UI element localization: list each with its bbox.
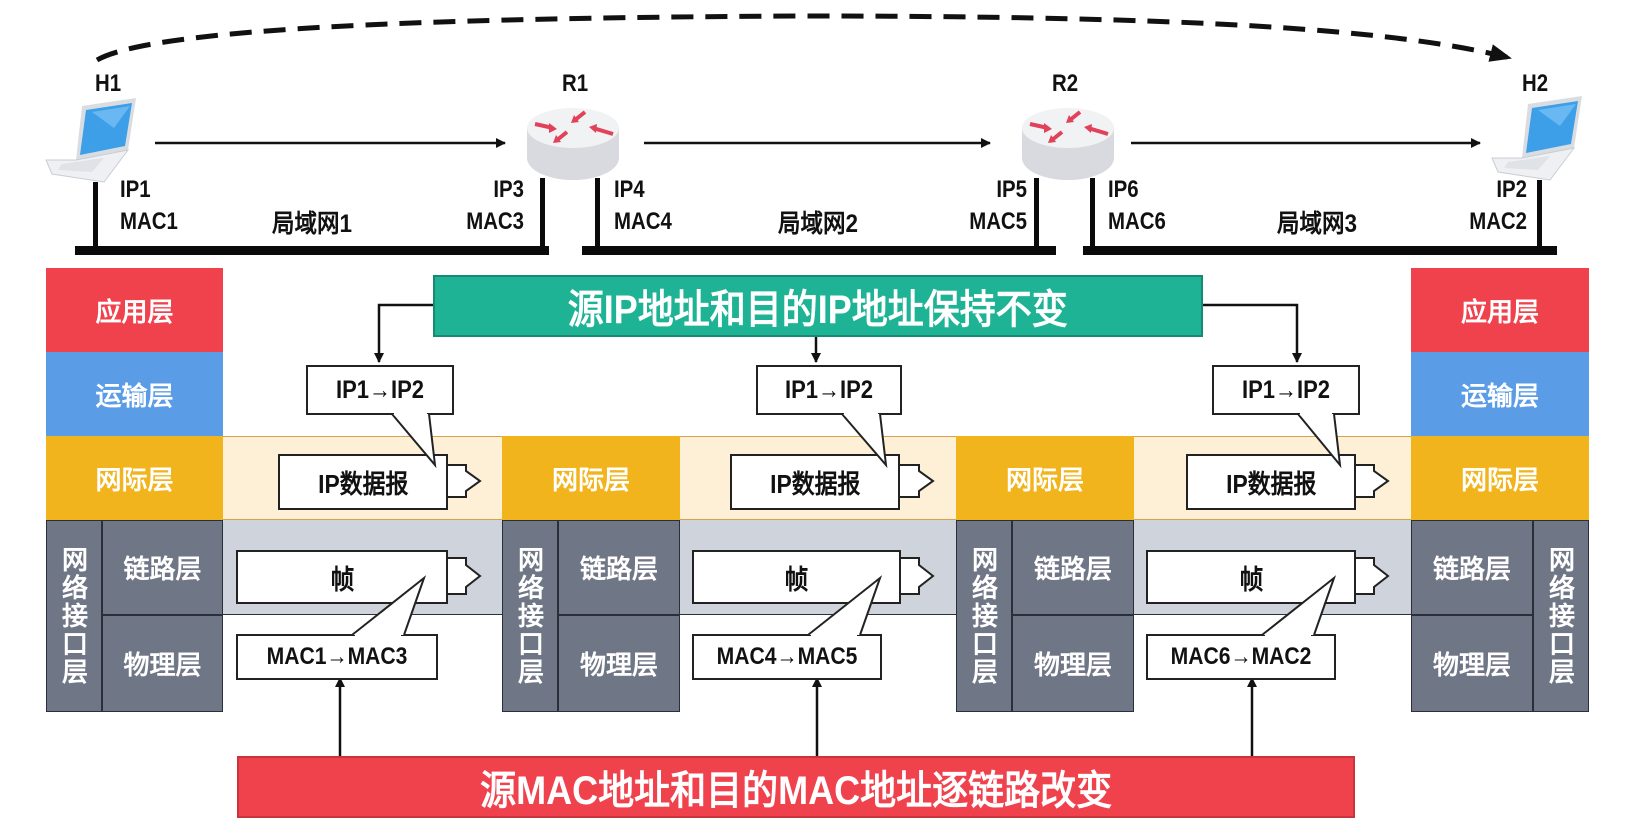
r1-link-layer: 链路层 (558, 520, 680, 615)
r2-net-interface-layer: 网络接口层 (956, 520, 1012, 712)
r2-right-mac: MAC6 (1108, 208, 1166, 235)
lan3-label: 局域网3 (1276, 210, 1358, 238)
r2-left-mac: MAC5 (969, 208, 1027, 235)
segment-1-ip-datagram: IP数据报 (278, 454, 448, 510)
h2-app-layer: 应用层 (1411, 268, 1589, 352)
h1-physical-layer: 物理层 (102, 615, 223, 712)
segment-3-mac-pair: MAC6→MAC2 (1146, 634, 1336, 680)
h2-mac: MAC2 (1469, 208, 1527, 235)
r2-link-layer: 链路层 (1012, 520, 1134, 615)
segment-2-frame: 帧 (692, 550, 901, 604)
ip-unchanged-banner: 源IP地址和目的IP地址保持不变 (433, 275, 1203, 337)
r1-label: R1 (562, 70, 589, 97)
segment-2-ip-datagram: IP数据报 (730, 454, 900, 510)
r2-left-ip: IP5 (996, 176, 1027, 203)
lan1-bus (75, 246, 549, 255)
r2-physical-layer: 物理层 (1012, 615, 1134, 712)
h2-network-layer: 网际层 (1411, 436, 1589, 520)
r1-left-mac: MAC3 (466, 208, 524, 235)
ip-banner-arrow-3 (1202, 303, 1302, 363)
r1-right-mac: MAC4 (614, 208, 672, 235)
lan2-label: 局域网2 (777, 210, 859, 238)
r1-physical-layer: 物理层 (558, 615, 680, 712)
laptop-icon[interactable] (44, 98, 144, 184)
h1-interface: IP1 MAC1 (120, 174, 178, 238)
h2-ip: IP2 (1496, 176, 1527, 203)
h1-ip: IP1 (120, 176, 151, 203)
router-icon[interactable] (1018, 104, 1118, 186)
lan3-bus (1083, 246, 1557, 255)
end-to-end-dashed-arrow (95, 13, 1512, 63)
h1-app-layer: 应用层 (46, 268, 223, 352)
segment-1-ip-pair: IP1→IP2 (306, 365, 454, 415)
r2-label: R2 (1052, 70, 1079, 97)
segment-2-mac-pair: MAC4→MAC5 (692, 634, 882, 680)
lan1-label: 局域网1 (271, 210, 353, 238)
r1-network-layer: 网际层 (502, 436, 680, 520)
h2-transport-layer: 运输层 (1411, 352, 1589, 436)
r1-right-ip: IP4 (614, 176, 645, 203)
r2-right-ip: IP6 (1108, 176, 1139, 203)
r2-right-interface: IP6 MAC6 (1108, 174, 1166, 238)
h1-transport-layer: 运输层 (46, 352, 223, 436)
segment-3-ip-pair: IP1→IP2 (1212, 365, 1360, 415)
r2-right-drop (1090, 178, 1095, 248)
segment-3-ip-datagram: IP数据报 (1186, 454, 1356, 510)
segment-1-frame: 帧 (236, 550, 448, 604)
segment-3-frame: 帧 (1146, 550, 1356, 604)
mac-changes-banner: 源MAC地址和目的MAC地址逐链路改变 (237, 756, 1355, 818)
r1-left-drop (540, 178, 545, 248)
h2-physical-layer: 物理层 (1411, 615, 1533, 712)
r1-right-drop (595, 178, 600, 248)
h2-interface: IP2 MAC2 (1469, 174, 1527, 238)
h1-mac: MAC1 (120, 208, 178, 235)
r1-left-interface: IP3 MAC3 (466, 174, 524, 238)
r2-network-layer: 网际层 (956, 436, 1134, 520)
segment-2-ip-pair: IP1→IP2 (756, 365, 902, 415)
router-icon[interactable] (523, 104, 623, 186)
r1-net-interface-layer: 网络接口层 (502, 520, 558, 712)
r1-right-interface: IP4 MAC4 (614, 174, 672, 238)
lan2-bus (582, 246, 1056, 255)
h2-drop (1537, 180, 1542, 248)
laptop-icon[interactable] (1490, 96, 1590, 182)
segment-1-mac-pair: MAC1→MAC3 (236, 634, 438, 680)
h1-network-layer: 网际层 (46, 436, 223, 520)
h2-net-interface-layer: 网络接口层 (1533, 520, 1589, 712)
h2-link-layer: 链路层 (1411, 520, 1533, 615)
ip-banner-arrow-1 (374, 303, 433, 363)
r2-left-interface: IP5 MAC5 (969, 174, 1027, 238)
h2-label: H2 (1522, 70, 1549, 97)
h1-label: H1 (95, 70, 122, 97)
r1-left-ip: IP3 (493, 176, 524, 203)
h1-drop (93, 182, 98, 248)
h1-net-interface-layer: 网络接口层 (46, 520, 102, 712)
r2-left-drop (1034, 178, 1039, 248)
h1-link-layer: 链路层 (102, 520, 223, 615)
